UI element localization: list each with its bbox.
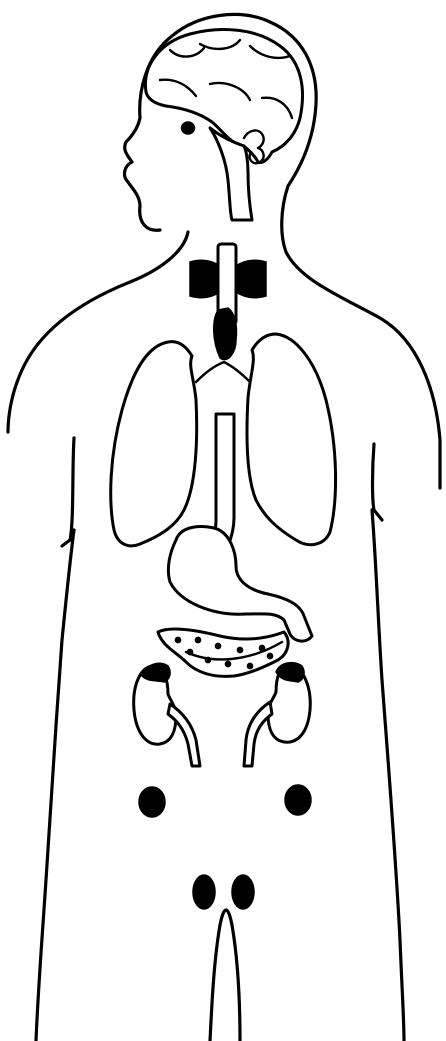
left-lung xyxy=(111,342,197,546)
torso-right-side xyxy=(372,444,404,1041)
right-testis xyxy=(232,875,254,909)
torso-left-side xyxy=(36,438,74,1041)
leg-split xyxy=(210,910,240,1041)
pancreatic-islet xyxy=(205,657,210,662)
pancreatic-islet xyxy=(187,649,192,654)
right-lung xyxy=(247,334,336,545)
right-ovary xyxy=(285,785,311,815)
esophagus xyxy=(210,414,234,546)
pancreatic-islet xyxy=(267,653,272,658)
pancreatic-islet xyxy=(237,647,242,652)
left-testis xyxy=(193,875,215,909)
left-ovary xyxy=(139,787,165,817)
pituitary-gland xyxy=(182,122,195,134)
pancreatic-islet xyxy=(247,663,252,668)
pancreas xyxy=(158,629,288,676)
bronchi xyxy=(196,362,250,382)
pancreatic-islet xyxy=(225,661,230,666)
pancreatic-islet xyxy=(215,643,220,648)
stomach xyxy=(168,527,312,642)
pancreatic-islet xyxy=(259,645,264,650)
left-adrenal-gland xyxy=(142,663,170,682)
pancreatic-islet xyxy=(195,637,200,642)
right-ureter xyxy=(244,702,272,766)
pancreatic-islet xyxy=(175,637,180,642)
thymus-gland xyxy=(214,308,237,360)
